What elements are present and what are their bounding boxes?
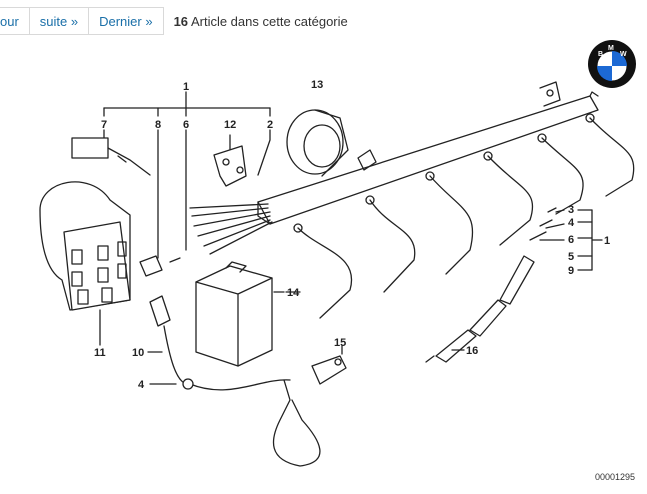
callout-4: 4 bbox=[568, 217, 575, 229]
callout-2: 2 bbox=[267, 119, 273, 131]
callout-16: 16 bbox=[466, 345, 478, 357]
callout-13: 13 bbox=[311, 79, 323, 91]
callout-9: 9 bbox=[568, 265, 574, 277]
svg-text:W: W bbox=[620, 51, 627, 58]
callout-10: 10 bbox=[132, 347, 144, 359]
callout-6: 6 bbox=[183, 119, 189, 131]
parts-diagram: B M W bbox=[39, 40, 636, 467]
callout-12: 12 bbox=[224, 119, 236, 131]
next-page-button[interactable]: suite » bbox=[29, 7, 90, 35]
diagram-doc-number: 00001295 bbox=[594, 472, 635, 482]
callout-15: 15 bbox=[334, 337, 346, 349]
result-count-text: Article dans cette catégorie bbox=[190, 13, 348, 29]
last-page-button[interactable]: Dernier » bbox=[89, 7, 164, 35]
result-count: 16 Article dans cette catégorie bbox=[174, 14, 348, 29]
callout-14: 14 bbox=[287, 287, 300, 299]
callout-1: 1 bbox=[183, 81, 189, 93]
callout-5: 5 bbox=[568, 251, 574, 263]
callout-1b: 1 bbox=[604, 235, 610, 247]
svg-text:M: M bbox=[608, 45, 614, 52]
callout-4b: 4 bbox=[138, 379, 145, 391]
callout-6b: 6 bbox=[568, 234, 574, 246]
svg-text:B: B bbox=[598, 51, 603, 58]
prev-page-button[interactable]: our bbox=[0, 7, 30, 35]
callout-3: 3 bbox=[568, 204, 574, 216]
callout-11: 11 bbox=[94, 347, 106, 359]
bmw-logo: B M W bbox=[588, 40, 636, 88]
callout-8: 8 bbox=[155, 119, 161, 131]
result-count-number: 16 bbox=[173, 13, 189, 29]
callout-7: 7 bbox=[101, 119, 107, 131]
pagination: our suite » Dernier » 16 Article dans ce… bbox=[0, 6, 348, 36]
callout-labels: 1 7 8 6 12 2 13 3 4 6 1 5 9 14 11 10 15 … bbox=[94, 79, 610, 391]
